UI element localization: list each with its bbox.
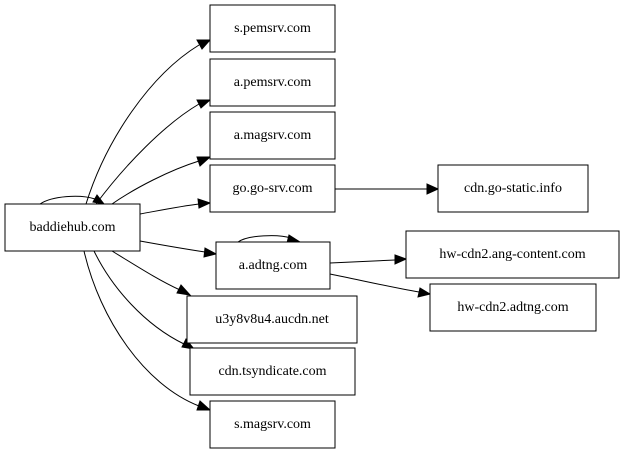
node-label: baddiehub.com (30, 220, 116, 235)
node-box (209, 58, 336, 107)
edge-baddiehub-to-s_pemsrv (85, 39, 212, 205)
arrowhead (394, 254, 408, 265)
node-label: a.pemsrv.com (234, 75, 312, 90)
edge-baddiehub-to-aucdn (111, 250, 192, 296)
node-adtng[interactable]: a.adtng.com (215, 241, 331, 290)
node-a-magsrv[interactable]: a.magsrv.com (209, 111, 336, 160)
node-box (429, 283, 597, 332)
edge-line (83, 250, 200, 407)
arrowhead (176, 284, 192, 296)
arrowhead (196, 99, 212, 109)
node-box (405, 230, 620, 279)
arrowhead (181, 338, 196, 350)
edge-line (111, 250, 181, 291)
node-box (209, 111, 336, 160)
edge-adtng-to-hw_adtng (329, 273, 432, 298)
arrowhead (92, 194, 106, 205)
arrowhead (196, 39, 212, 50)
arrowhead (417, 287, 432, 298)
node-label: s.pemsrv.com (234, 21, 311, 36)
edge-line (111, 160, 200, 205)
edge-line (139, 240, 206, 253)
node-label: hw-cdn2.adtng.com (457, 300, 568, 315)
edge-baddiehub-to-a_pemsrv (95, 99, 212, 205)
node-box (189, 347, 356, 396)
node-hw-adtng[interactable]: hw-cdn2.adtng.com (429, 283, 597, 332)
node-box (209, 164, 336, 213)
node-label: u3y8v8u4.aucdn.net (215, 312, 329, 327)
edge-baddiehub-to-baddiehub (39, 194, 106, 205)
node-box (437, 164, 589, 213)
node-s-pemsrv[interactable]: s.pemsrv.com (209, 4, 336, 53)
node-box (209, 4, 336, 53)
node-tsyndicate[interactable]: cdn.tsyndicate.com (189, 347, 356, 396)
node-label: cdn.tsyndicate.com (218, 364, 326, 379)
arrowhead (196, 156, 212, 167)
node-box (215, 241, 331, 290)
node-s-magsrv[interactable]: s.magsrv.com (209, 400, 336, 449)
edges-layer (39, 39, 440, 411)
node-label: a.magsrv.com (234, 128, 312, 143)
node-ang-content[interactable]: hw-cdn2.ang-content.com (405, 230, 620, 279)
node-a-pemsrv[interactable]: a.pemsrv.com (209, 58, 336, 107)
edge-line (39, 195, 96, 205)
nodes-layer: baddiehub.com s.pemsrv.com a.pemsrv.com a.m… (4, 4, 620, 449)
node-label: go.go-srv.com (233, 181, 313, 196)
edge-line (85, 44, 200, 205)
node-aucdn[interactable]: u3y8v8u4.aucdn.net (186, 295, 358, 344)
edge-baddiehub-to-s_magsrv (83, 250, 212, 411)
node-label: cdn.go-static.info (464, 181, 562, 196)
edge-adtng-to-ang_content (329, 254, 408, 265)
node-box (209, 400, 336, 449)
arrowhead (426, 183, 440, 195)
edge-line (329, 259, 396, 264)
edge-line (93, 250, 185, 345)
edge-line (95, 103, 200, 205)
node-label: s.magsrv.com (234, 417, 311, 432)
node-go-srv[interactable]: go.go-srv.com (209, 164, 336, 213)
edge-baddiehub-to-a_magsrv (111, 156, 212, 205)
node-go-static[interactable]: cdn.go-static.info (437, 164, 589, 213)
node-label: hw-cdn2.ang-content.com (439, 247, 585, 262)
edge-line (237, 235, 292, 243)
edge-line (139, 203, 200, 215)
edge-baddiehub-to-adtng (139, 240, 218, 258)
node-box (186, 295, 358, 344)
node-baddiehub[interactable]: baddiehub.com (4, 203, 141, 252)
edge-baddiehub-to-go_srv (139, 198, 212, 215)
arrowhead (203, 247, 218, 258)
edge-baddiehub-to-tsyndicate (93, 250, 196, 350)
arrowhead (197, 198, 212, 209)
node-label: a.adtng.com (239, 258, 308, 273)
edge-line (329, 273, 420, 293)
edge-go_srv-to-go_static (335, 183, 440, 195)
node-box (4, 203, 141, 252)
arrowhead (196, 400, 212, 411)
